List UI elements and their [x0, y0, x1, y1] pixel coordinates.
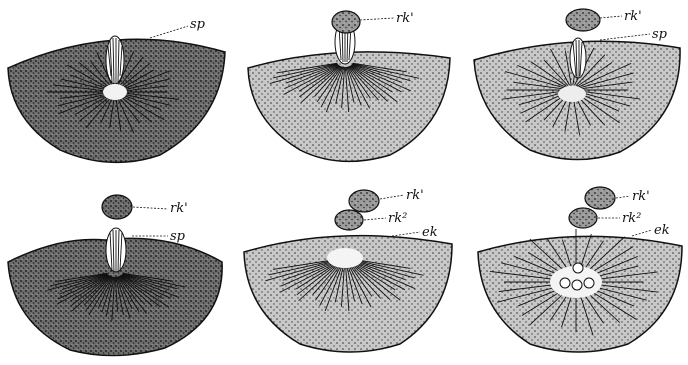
- label-rk1: rk': [406, 188, 424, 203]
- spindle: [570, 38, 586, 78]
- label-rk: rk': [170, 201, 188, 216]
- leader-line: [133, 207, 168, 209]
- label-rk1: rk': [632, 189, 650, 204]
- panel-2: rk': [248, 11, 450, 161]
- label-rk: rk': [396, 11, 414, 26]
- leader-line: [364, 218, 386, 220]
- leader-line: [150, 26, 188, 38]
- centrosome-glow: [103, 84, 127, 100]
- panel-1: sp: [8, 17, 225, 162]
- polar-body-1: [349, 190, 379, 212]
- leader-line: [616, 196, 630, 198]
- panel-5: rk' rk² ek: [244, 188, 452, 352]
- nucleus: [584, 278, 594, 288]
- polar-body-1: [102, 195, 132, 219]
- label-ek: ek: [422, 225, 438, 240]
- panel-4: rk' sp: [8, 195, 222, 356]
- leader-line: [632, 230, 652, 236]
- label-rk2: rk²: [388, 211, 407, 226]
- label-ek: ek: [654, 223, 670, 238]
- label-sp: sp: [190, 17, 206, 32]
- polar-body-1: [566, 9, 600, 31]
- centrosome-glow: [558, 86, 586, 102]
- panel-6: rk' rk² ek: [478, 187, 682, 352]
- label-sp: sp: [652, 27, 668, 42]
- polar-body-1: [585, 187, 615, 209]
- leader-line: [380, 195, 404, 199]
- nucleus: [573, 263, 583, 273]
- label-sp: sp: [170, 229, 186, 244]
- label-rk2: rk²: [622, 211, 641, 226]
- leader-line: [600, 34, 650, 40]
- nucleus: [572, 280, 582, 290]
- leader-line: [360, 18, 394, 20]
- nucleus: [560, 278, 570, 288]
- polar-body-2: [335, 210, 363, 230]
- polar-body-2: [569, 208, 597, 228]
- leader-line: [600, 16, 622, 18]
- leader-line: [392, 232, 420, 236]
- polar-body-1: [332, 11, 360, 33]
- panel-3: rk' sp: [474, 9, 680, 160]
- label-rk: rk': [624, 9, 642, 24]
- centrosome-glow: [327, 248, 363, 268]
